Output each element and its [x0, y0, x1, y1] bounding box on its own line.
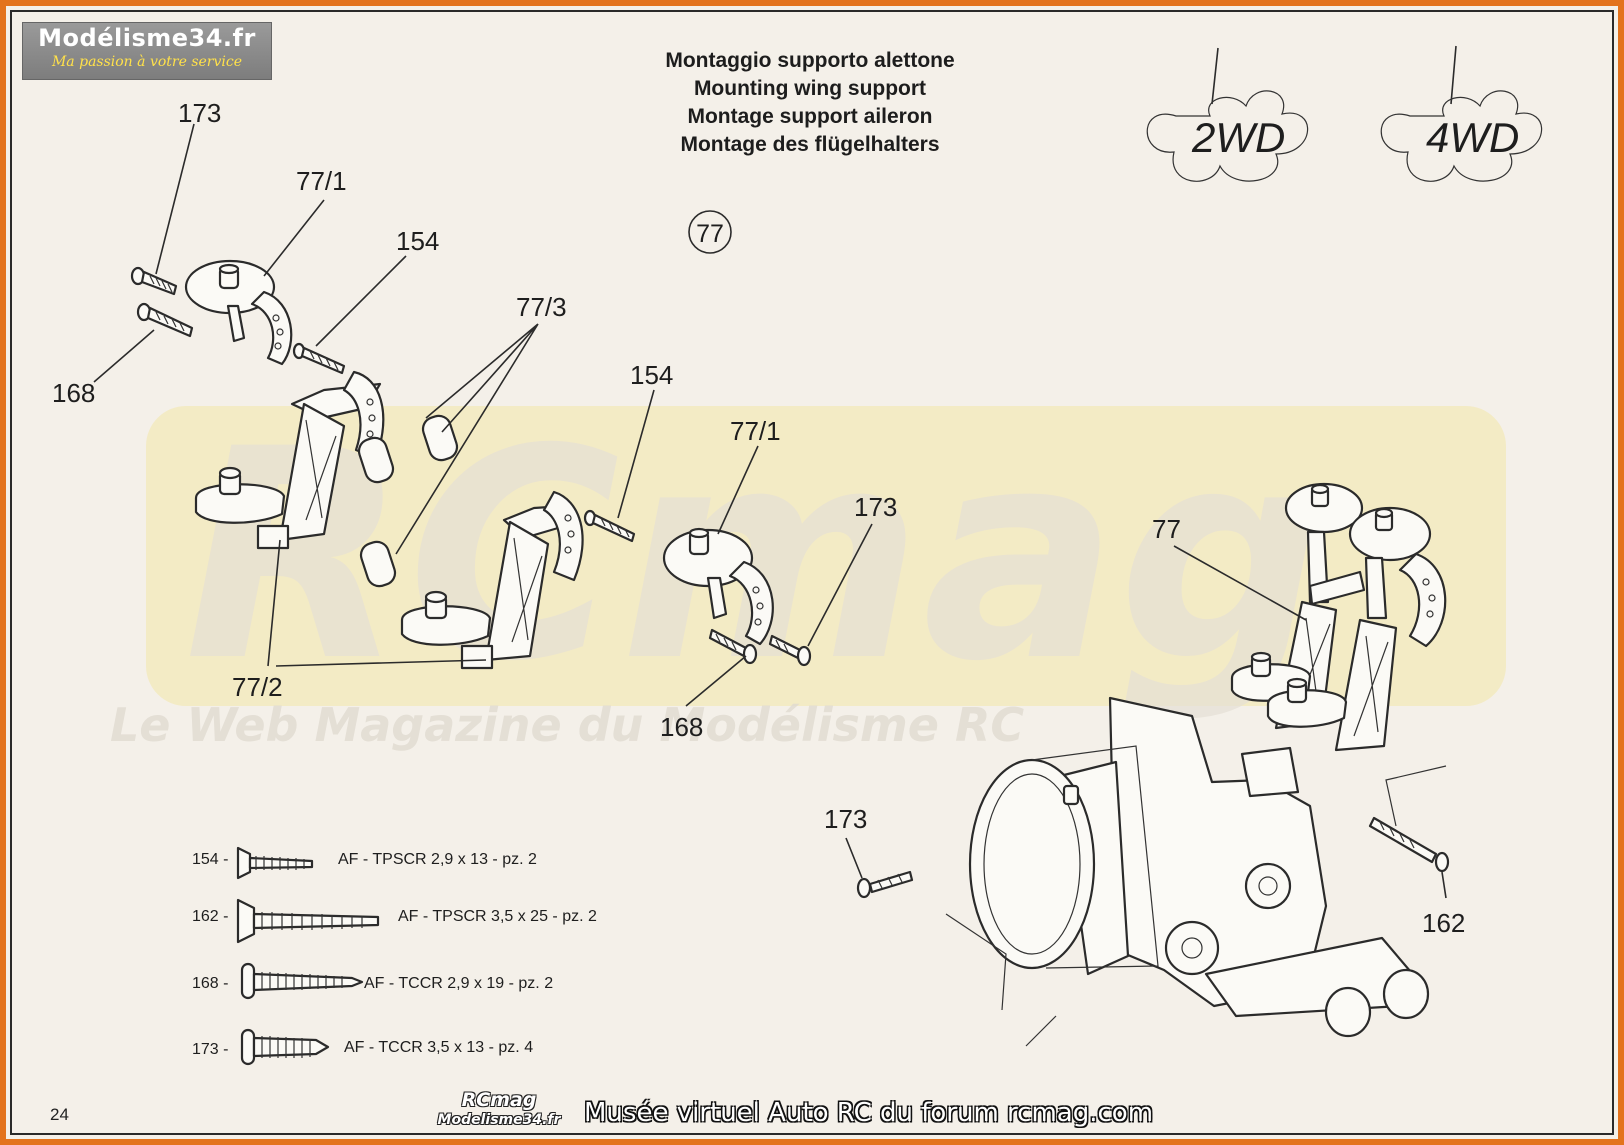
- screw-legend: 154 - AF - TPSCR 2,9 x 13 - pz. 2 162 - …: [192, 846, 597, 1066]
- legend-row-168: 168 - AF - TCCR 2,9 x 19 - pz. 2: [192, 962, 553, 1000]
- screw-173-low: [856, 870, 914, 899]
- callout-173-top: 173: [178, 98, 221, 128]
- legend-num-154: 154 -: [192, 851, 228, 868]
- badge-4wd-label: 4WD: [1426, 114, 1519, 161]
- spacer-77-3-a: [357, 436, 395, 484]
- footer-logo-top: RCmag: [461, 1089, 537, 1111]
- modelisme34-logo[interactable]: Modélisme34.fr Ma passion à votre servic…: [22, 22, 272, 80]
- instruction-title: Montaggio supporto alettone Mounting win…: [612, 47, 1008, 159]
- badge-2wd: 2WD: [1146, 47, 1309, 182]
- legend-desc-173: AF - TCCR 3,5 x 13 - pz. 4: [344, 1039, 533, 1056]
- legend-num-173: 173 -: [192, 1041, 228, 1058]
- callout-154-top: 154: [396, 226, 439, 256]
- legend-desc-162: AF - TPSCR 3,5 x 25 - pz. 2: [398, 908, 597, 925]
- footer-logo-bottom: Modelisme34.fr: [437, 1112, 561, 1128]
- spacer-77-3-c: [359, 540, 397, 588]
- spacer-77-3-b: [421, 414, 459, 462]
- part-77-2-right: [400, 490, 584, 670]
- callout-77-1-top: 77/1: [296, 166, 347, 196]
- callout-labels: 173 77/1 154 168 77/3 154 77/1 173 77/2 …: [52, 98, 1465, 938]
- part-77-2-left: [194, 370, 385, 550]
- legend-num-162: 162 -: [192, 908, 228, 925]
- step-number: 77: [696, 220, 724, 248]
- legend-desc-154: AF - TPSCR 2,9 x 13 - pz. 2: [338, 851, 537, 868]
- badge-2wd-label: 2WD: [1191, 114, 1285, 161]
- callout-162: 162: [1422, 908, 1465, 938]
- legend-row-154: 154 - AF - TPSCR 2,9 x 13 - pz. 2: [192, 846, 537, 880]
- callout-77-1-mid: 77/1: [730, 416, 781, 446]
- callout-77-2: 77/2: [232, 672, 283, 702]
- legend-row-173: 173 - AF - TCCR 3,5 x 13 - pz. 4: [192, 1028, 533, 1066]
- callout-168-mid: 168: [660, 712, 703, 742]
- part-77-1-top: [184, 259, 293, 366]
- screw-168-mid: [708, 628, 758, 665]
- assembled-wing-mount: [1230, 482, 1447, 752]
- legend-desc-168: AF - TCCR 2,9 x 19 - pz. 2: [364, 975, 553, 992]
- title-line-french: Montage support aileron: [687, 105, 933, 128]
- exploded-diagram: RCmag Le Web Magazine du Modélisme RC 77…: [52, 45, 1543, 1066]
- screw-154-mid: [583, 509, 636, 543]
- screw-173-top: [130, 266, 178, 296]
- callout-77-3: 77/3: [516, 292, 567, 322]
- rcmag-footer-logo[interactable]: RCmag Modelisme34.fr: [424, 1089, 574, 1135]
- logo-tagline: Ma passion à votre service: [51, 54, 243, 70]
- gearbox: [945, 696, 1447, 1047]
- watermark-tagline: Le Web Magazine du Modélisme RC: [110, 698, 1024, 752]
- title-line-english: Mounting wing support: [693, 77, 927, 100]
- callout-77: 77: [1152, 514, 1181, 544]
- part-77-1-mid: [662, 527, 774, 646]
- legend-row-162: 162 - AF - TPSCR 3,5 x 25 - pz. 2: [192, 898, 597, 944]
- screw-162: [1368, 816, 1450, 873]
- callout-173-mid: 173: [854, 492, 897, 522]
- step-circle: [688, 210, 732, 254]
- callout-154-mid: 154: [630, 360, 673, 390]
- leader-lines: [93, 123, 1447, 899]
- footer-caption: Musée virtuel Auto RC du forum rcmag.com: [584, 1098, 1154, 1128]
- screw-168-top: [136, 302, 194, 338]
- badge-4wd: 4WD: [1380, 45, 1543, 182]
- callout-168-left: 168: [52, 378, 95, 408]
- title-line-italian: Montaggio supporto alettone: [665, 49, 955, 72]
- page-number: 24: [50, 1105, 69, 1124]
- title-line-german: Montage des flügelhalters: [680, 133, 940, 156]
- page-inner-border: [10, 10, 1614, 1135]
- screw-173-mid: [768, 634, 812, 667]
- legend-num-168: 168 -: [192, 975, 228, 992]
- callout-173-low: 173: [824, 804, 867, 834]
- logo-title: Modélisme34.fr: [38, 24, 256, 52]
- screw-154-top: [292, 342, 346, 375]
